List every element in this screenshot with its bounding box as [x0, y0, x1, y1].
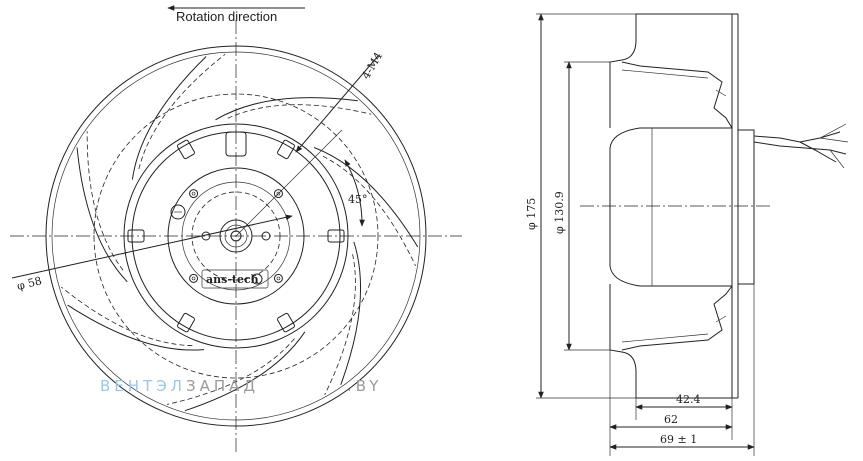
- mounting-hole: [273, 189, 283, 199]
- blade-edge: [131, 56, 207, 180]
- hub-outer-circle: [123, 123, 349, 349]
- hub-clip: [277, 312, 295, 333]
- brand-plate: ans-tech: [201, 269, 269, 289]
- mounting-hole: [189, 273, 199, 283]
- motor-body: [609, 127, 733, 287]
- side-view: φ 175 φ 130.9 42.4 62 69 ± 1: [525, 13, 849, 456]
- blade-edge: [76, 147, 128, 283]
- motor-inner-circle: [181, 181, 291, 291]
- holes-leader: [295, 55, 379, 153]
- shaft-ring: [219, 219, 253, 253]
- mounting-hole-center: [276, 276, 281, 281]
- blade-edge: [313, 147, 419, 248]
- inlet-ring-top: [609, 14, 637, 128]
- blade-hidden-edge: [166, 338, 295, 405]
- angle-ref-line: [235, 129, 343, 237]
- blade-hidden-edge: [324, 254, 356, 396]
- watermark-suffix: .BY: [347, 377, 382, 395]
- mounting-hole-center: [276, 191, 281, 196]
- hub-clip: [277, 139, 295, 160]
- hub-diameter-line: [11, 214, 293, 279]
- motor-circle: [167, 167, 305, 305]
- blade-edge: [340, 241, 362, 385]
- cable: [753, 131, 847, 163]
- hub-clip: [177, 312, 195, 333]
- blade-profile-top: [621, 61, 733, 129]
- blade-edge: [67, 304, 205, 351]
- blade-hidden-edge: [227, 104, 372, 119]
- mounting-circle: [191, 191, 281, 281]
- mounting-hole-center: [191, 191, 196, 196]
- feature-hole-right: [261, 231, 271, 241]
- mounting-holes: [189, 129, 343, 283]
- depth-1-label: 42.4: [676, 393, 701, 406]
- blade-profile-top-2: [621, 69, 727, 97]
- motor-cap: [737, 129, 755, 285]
- watermark-blue: ВЕНТЭЛ: [100, 377, 186, 395]
- shaft-ring-inner: [224, 224, 248, 248]
- cable-wires: [819, 123, 849, 169]
- hub-diameter-label: φ 58: [16, 274, 44, 293]
- mounting-hole: [273, 273, 283, 283]
- mounting-hole-center: [191, 276, 196, 281]
- watermark-gray: ЗАПАД: [186, 377, 259, 395]
- outer-diameter-label: φ 175: [525, 198, 538, 230]
- inlet-ring-bottom: [609, 284, 637, 398]
- depth-3-label: 69 ± 1: [660, 433, 697, 446]
- angle-label: 45°: [348, 193, 368, 206]
- impeller-blades: [61, 54, 419, 412]
- blade-hidden-edge: [138, 54, 226, 170]
- front-view: ans-tech Rotation direction 4-M4 45° φ 5…: [10, 5, 462, 455]
- blade-profile-bottom: [621, 285, 733, 351]
- shaft: [230, 230, 242, 242]
- impeller-outer-ring: [45, 45, 427, 427]
- depth-2-label: 62: [664, 413, 678, 426]
- hub-clip: [127, 229, 145, 243]
- blade-edge: [184, 331, 306, 412]
- blade-edge: [215, 97, 358, 121]
- blade-hidden-edge: [322, 155, 416, 266]
- impeller-outer-ring-inner: [51, 51, 421, 421]
- blade-hidden-edge: [86, 131, 124, 271]
- hub-clip: [327, 229, 345, 243]
- watermark: ВЕНТЭЛЗАПАД: [100, 377, 259, 395]
- hub-clip: [177, 139, 195, 160]
- rotation-direction-label: Rotation direction: [176, 9, 277, 24]
- brand-logo-icon: [251, 273, 263, 285]
- brand-label: ans-tech: [206, 273, 259, 286]
- angle-arc: [344, 159, 365, 227]
- mounting-hole: [189, 189, 199, 199]
- blade-hidden-edge: [61, 286, 193, 347]
- ground-symbol-circle: [170, 204, 186, 220]
- inlet-diameter-label: φ 130.9: [553, 191, 566, 234]
- holes-label: 4-M4: [359, 50, 385, 82]
- hub-clips: [127, 139, 345, 333]
- blade-profile-bottom-2: [621, 315, 727, 343]
- inlet-dashed-circle: [93, 93, 379, 379]
